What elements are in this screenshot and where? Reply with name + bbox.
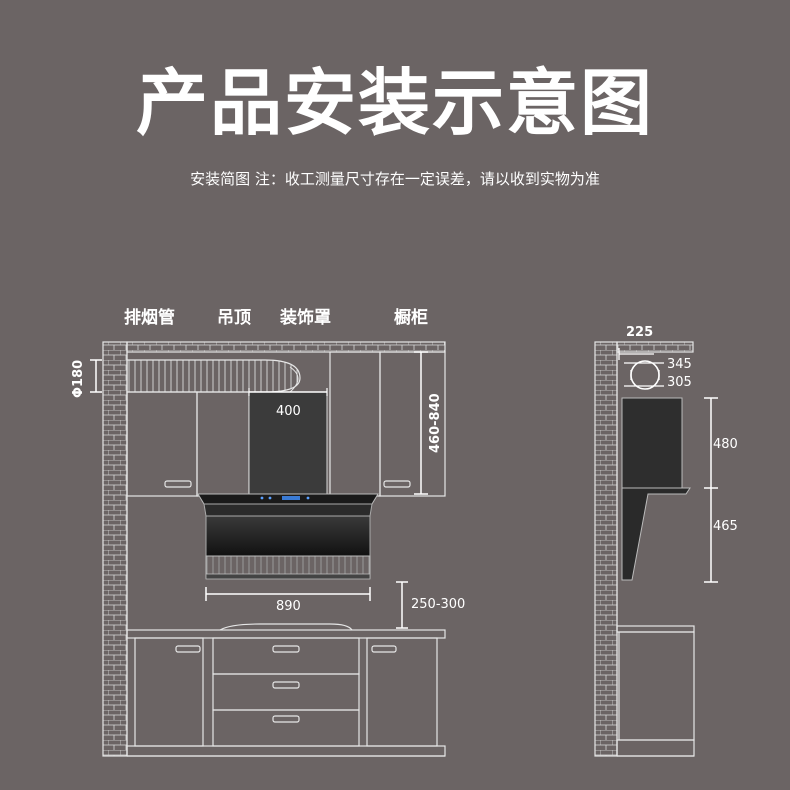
dim-install-height-label: 250-300	[411, 597, 465, 612]
brick-wall-side	[594, 341, 694, 757]
dim-pipe-diameter	[90, 359, 102, 393]
ceiling-slab	[126, 341, 446, 353]
label-decor-cover: 装饰罩	[279, 307, 331, 328]
dim-side-305-label: 305	[667, 375, 692, 390]
dim-pipe-diameter-label: Φ180	[71, 360, 86, 398]
label-exhaust-pipe: 排烟管	[124, 307, 175, 328]
dim-hood-width	[205, 587, 371, 601]
dim-side-345-label: 345	[667, 357, 692, 372]
lower-cabinet-side	[616, 625, 695, 757]
range-hood-side	[621, 397, 691, 581]
dim-side-480-label: 480	[713, 437, 738, 452]
countertop	[126, 623, 446, 639]
label-cabinet: 橱柜	[394, 307, 428, 328]
page-subtitle: 安装简图 注：收工测量尺寸存在一定误差，请以收到实物为准	[190, 170, 600, 188]
dim-side-depth	[618, 348, 654, 360]
dim-cabinet-height	[414, 351, 428, 495]
label-ceiling: 吊顶	[217, 308, 251, 328]
dim-hood-width-label: 890	[276, 599, 301, 614]
page-title: 产品安装示意图	[135, 61, 654, 145]
decor-cover	[248, 388, 328, 497]
lower-cabinets	[126, 637, 446, 757]
range-hood-front	[197, 493, 379, 580]
exhaust-outlet-side	[624, 360, 664, 390]
brick-wall-front	[102, 341, 128, 757]
dim-cabinet-height-label: 460-840	[428, 393, 443, 453]
dim-cover-width-label: 400	[276, 404, 301, 419]
exhaust-pipe	[126, 359, 301, 393]
dim-side-465-label: 465	[713, 519, 738, 534]
dim-side-depth-label: 225	[626, 325, 653, 340]
dim-side-vertical	[704, 397, 718, 583]
upper-cabinet-left	[126, 391, 250, 497]
dim-install-height	[396, 581, 408, 629]
